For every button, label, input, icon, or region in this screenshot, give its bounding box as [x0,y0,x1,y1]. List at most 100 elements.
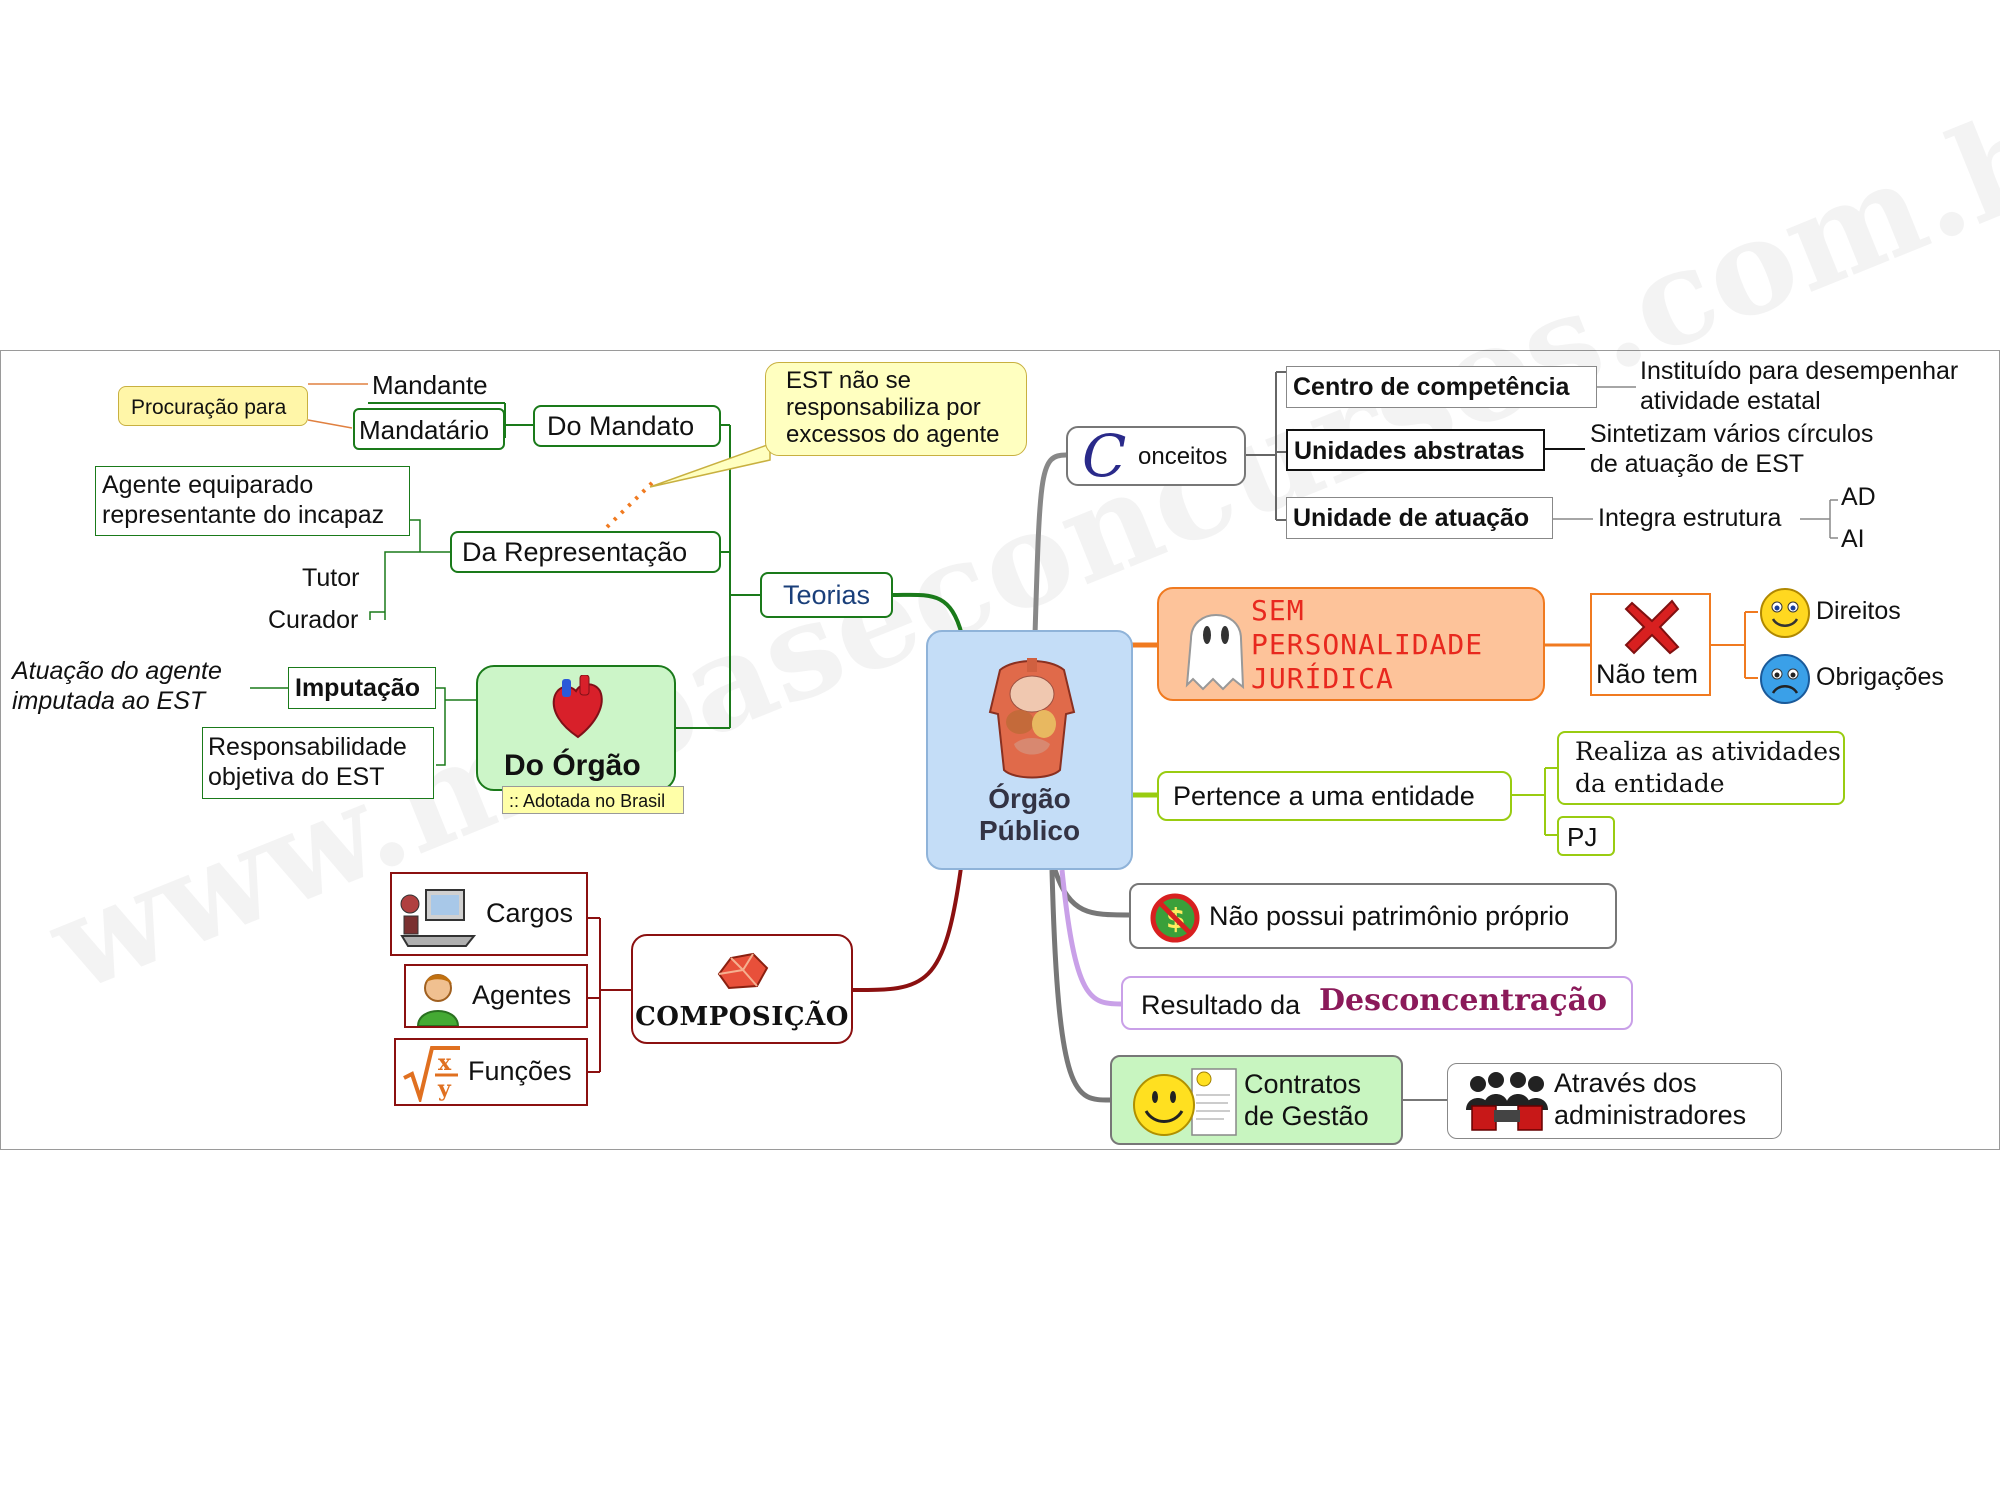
orgao-node[interactable]: Do Órgão [476,665,676,791]
central-title-line1: Órgão [988,783,1071,814]
happy-smiley-icon [1760,588,1810,638]
contratos-line2: de Gestão [1244,1101,1369,1131]
group-people-icon [1466,1072,1548,1131]
unidade-atuacao-node[interactable]: Unidade de atuação [1286,497,1553,539]
sad-smiley-icon [1760,654,1810,704]
mandato-node[interactable]: Do Mandato [533,405,721,447]
orgao-note: :: Adotada no Brasil [502,786,684,814]
mandato-label: Do Mandato [547,411,695,441]
representacao-node[interactable]: Da Representação [450,531,721,573]
nao-tem-node[interactable]: Não tem [1590,593,1711,696]
orgao-note-label: :: Adotada no Brasil [509,791,666,811]
unidades-abstratas-label: Unidades abstratas [1294,437,1525,465]
connector-procuracao [307,383,368,429]
cargos-label: Cargos [486,898,574,928]
pertence-label: Pertence a uma entidade [1173,781,1475,811]
atraves-line2: administradores [1554,1100,1747,1130]
procuracao-label: Procuração para [131,396,287,419]
atraves-node[interactable]: Através dos administradores [1447,1063,1782,1139]
composicao-label: COMPOSIÇÃO [635,1002,849,1032]
connector-composicao-items [588,917,631,1073]
curador-label: Curador [268,606,359,634]
funcoes-label: Funções [468,1056,572,1086]
sem-pj-line3: JURÍDICA [1251,662,1394,695]
contratos-line1: Contratos [1244,1069,1362,1099]
atraves-line1: Através dos [1554,1068,1697,1098]
no-money-icon: $ [1150,893,1200,943]
mandatario-node[interactable]: Mandatário [353,408,505,450]
connector-resultado [1059,869,1122,1007]
unidades-desc-line1: Sintetizam vários círculos [1590,420,1874,448]
direitos-label: Direitos [1816,597,1901,625]
realiza-line2: da entidade [1575,769,1725,798]
heart-icon [552,675,603,739]
connector-patrimonio [1052,869,1130,918]
callout-line2: responsabiliza por [786,394,981,421]
responsabilidade-line1: Responsabilidade [208,733,407,761]
connector-orgao-items [436,687,476,766]
unidade-desc: Integra estrutura [1598,504,1782,532]
connector-representacao-items [369,519,450,620]
cargos-node[interactable]: Cargos [390,872,588,956]
agente-equiparado-line2: representante do incapaz [102,501,385,529]
atuacao-line1: Atuação do agente [12,657,222,685]
centro-competencia-label: Centro de competência [1293,373,1570,401]
imputacao-node[interactable]: Imputação [288,667,436,709]
imputacao-label: Imputação [295,674,421,702]
callout-line3: excessos do agente [786,421,1000,448]
ad-label: AD [1841,483,1876,511]
callout-tail [649,442,771,488]
sem-pj-line2: PERSONALIDADE [1251,628,1484,661]
central-node[interactable]: Órgão Público [926,630,1133,870]
contratos-node[interactable]: Contratos de Gestão [1110,1055,1403,1145]
connector-mandato-items [493,402,533,438]
teorias-label: Teorias [782,580,871,610]
callout-note[interactable]: EST não se responsabiliza por excessos d… [765,362,1027,456]
agente-equiparado-line1: Agente equiparado [102,471,314,499]
funcoes-node[interactable]: x y Funções [394,1038,588,1106]
sem-pj-line1: SEM [1251,594,1305,627]
sem-pj-node[interactable]: SEM PERSONALIDADE JURÍDICA [1157,587,1545,701]
centro-competencia-node[interactable]: Centro de competência [1286,366,1597,408]
obrigacoes-label: Obrigações [1816,663,1944,691]
teorias-node[interactable]: Teorias [760,572,893,618]
procuracao-node[interactable]: Procuração para [118,386,308,426]
representacao-label: Da Representação [462,537,688,567]
realiza-line1: Realiza as atividades [1575,737,1841,766]
connector-composicao [852,859,964,992]
ai-label: AI [1841,525,1865,553]
red-x-icon [1624,599,1680,655]
resultado-emph: Desconcentração [1319,983,1608,1018]
patrimonio-label: Não possui patrimônio próprio [1209,901,1570,931]
pertence-node[interactable]: Pertence a uma entidade [1157,771,1512,821]
atuacao-line2: imputada ao EST [12,687,206,715]
conceitos-node[interactable]: C onceitos [1066,426,1246,486]
connector-direitos-obrigacoes [1711,611,1758,679]
connector-ad-ai [1800,499,1838,539]
agentes-label: Agentes [472,980,572,1010]
tutor-label: Tutor [302,564,360,592]
centro-desc-line2: atividade estatal [1640,387,1821,415]
math-function-icon: x y [403,1046,460,1102]
conceitos-label: onceitos [1138,443,1228,470]
responsabilidade-node[interactable]: Responsabilidade objetiva do EST [202,727,434,799]
agentes-node[interactable]: Agentes [404,964,588,1028]
centro-desc-line1: Instituído para desempenhar [1640,357,1959,385]
agente-equiparado-node[interactable]: Agente equiparado representante do incap… [95,466,410,536]
resultado-prefix: Resultado da [1141,990,1301,1020]
realiza-node[interactable]: Realiza as atividades da entidade [1557,731,1845,805]
gems-icon [717,952,769,990]
unidades-abstratas-node[interactable]: Unidades abstratas [1286,429,1545,471]
unidades-desc-line2: de atuação de EST [1590,450,1805,478]
nao-tem-label: Não tem [1596,659,1699,689]
connector-contratos [1049,869,1111,1103]
mandante-underline [368,402,493,404]
patrimonio-node[interactable]: $ Não possui patrimônio próprio [1129,883,1617,949]
office-desk-icon [400,889,477,947]
connector-conceitos-items [1246,371,1286,521]
conceitos-letter: C [1082,422,1127,490]
pj-node[interactable]: PJ [1557,816,1615,856]
composicao-node[interactable]: COMPOSIÇÃO [631,934,853,1044]
resultado-node[interactable]: Resultado da Desconcentração [1121,976,1633,1030]
